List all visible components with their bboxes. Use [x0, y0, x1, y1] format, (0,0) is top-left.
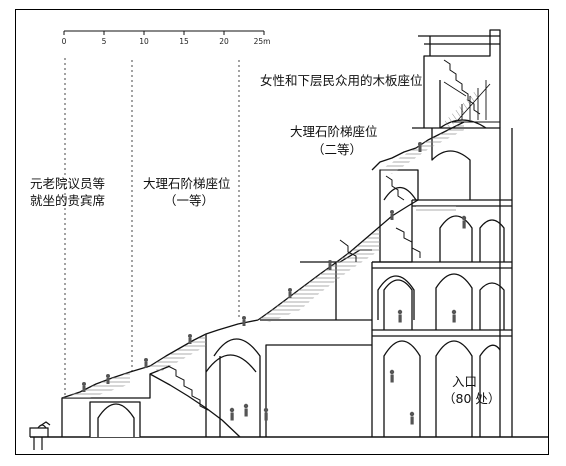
scale-tick-label: 5	[102, 37, 107, 46]
marble2-label-line1: 大理石阶梯座位	[290, 124, 378, 139]
seat-hatching	[62, 92, 480, 398]
scale-bar: 0 5 10 15 20 25m	[62, 30, 271, 46]
senator-label-line1: 元老院议员等	[30, 176, 106, 191]
scale-tick-label: 25m	[254, 37, 271, 46]
entrance-label-line1: 入口	[452, 374, 478, 389]
human-figures	[82, 142, 467, 425]
scale-tick-label: 15	[179, 37, 189, 46]
marble2-label-line2: （二等）	[312, 142, 363, 157]
guide-lines	[64, 58, 240, 395]
arena-edge	[29, 421, 51, 450]
scale-tick-label: 10	[139, 37, 149, 46]
scale-tick-label: 0	[62, 37, 67, 46]
wooden-seat-truss	[452, 80, 500, 123]
scale-tick-label: 20	[219, 37, 229, 46]
marble1-label-line2: （一等）	[164, 193, 215, 208]
wooden-leader-line	[443, 81, 467, 97]
stand-structure	[61, 29, 513, 438]
entrance-label-line2: （80 处）	[443, 391, 501, 406]
senator-label-line2: 就坐的贵宾席	[30, 193, 106, 208]
marble1-label-line1: 大理石阶梯座位	[143, 176, 231, 191]
inner-stairs	[167, 59, 481, 411]
wooden-label: 女性和下层民众用的木板座位	[260, 73, 423, 88]
